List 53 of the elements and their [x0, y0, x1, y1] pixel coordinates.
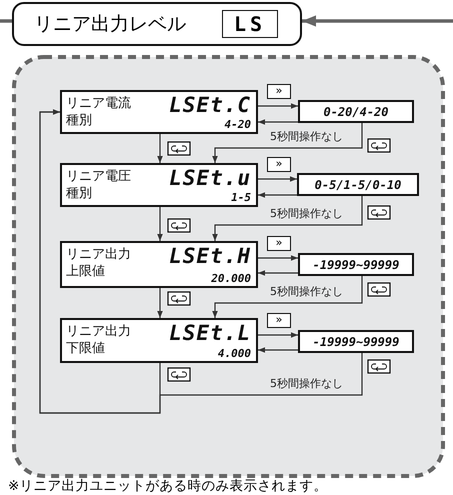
display-value: 1-5 [231, 191, 251, 204]
arrow [258, 119, 298, 125]
display-value: 0-5/1-5/0-10 [314, 177, 402, 193]
display-text: LSEt.H [169, 244, 251, 268]
display-box [60, 241, 258, 288]
arrow [258, 255, 298, 261]
display-value: 4.000 [218, 347, 251, 360]
edge-label: 5秒間操作なし [270, 377, 343, 390]
display-text: LS [222, 10, 278, 38]
display-text: LSEt.L [169, 321, 251, 345]
key-label: » [267, 236, 291, 251]
parameter-label: リニア出力下限値 [66, 323, 132, 357]
parameter-label: リニア電圧種別 [66, 168, 132, 202]
arrow [258, 347, 298, 353]
arrow [212, 196, 363, 241]
value-box [297, 173, 419, 196]
parameter-label: リニア電流種別 [66, 95, 132, 129]
arrow [302, 15, 453, 27]
caption: ※リニア出力ユニットがある時のみ表示されます。 [8, 478, 328, 494]
arrow [39, 109, 363, 414]
arrow [212, 123, 363, 163]
edge-label: 5秒間操作なし [270, 130, 343, 143]
edge-label: 5秒間操作なし [270, 285, 343, 298]
title-text: リニア出力レベル [34, 12, 186, 36]
display-value: 20.000 [211, 272, 251, 285]
arrow [157, 288, 163, 318]
arrow [157, 134, 163, 163]
arrow [258, 332, 298, 338]
value-box [298, 100, 414, 123]
key-label: » [267, 157, 291, 172]
display-box [60, 163, 258, 207]
display-box [60, 90, 258, 134]
parameter-label: リニア出力上限値 [66, 246, 132, 280]
edge-label: 5秒間操作なし [270, 207, 343, 220]
display-value: -19999~99999 [312, 334, 400, 350]
value-box [298, 330, 414, 353]
arrow [258, 192, 297, 198]
title-box [12, 2, 302, 46]
key-label: » [267, 313, 291, 328]
arrow [258, 103, 298, 109]
display-value: 4-20 [224, 118, 251, 131]
arrow [258, 176, 297, 182]
connector-line [0, 19, 12, 23]
arrow [212, 276, 363, 318]
display-box [60, 318, 258, 363]
display-text: LSEt.C [169, 93, 251, 117]
key-label: » [267, 84, 291, 99]
display-text: LSEt.u [169, 166, 251, 190]
arrow [258, 270, 298, 276]
value-box [298, 253, 414, 276]
arrow [157, 207, 163, 241]
display-value: 0-20/4-20 [322, 104, 390, 120]
display-value: -19999~99999 [312, 257, 400, 273]
